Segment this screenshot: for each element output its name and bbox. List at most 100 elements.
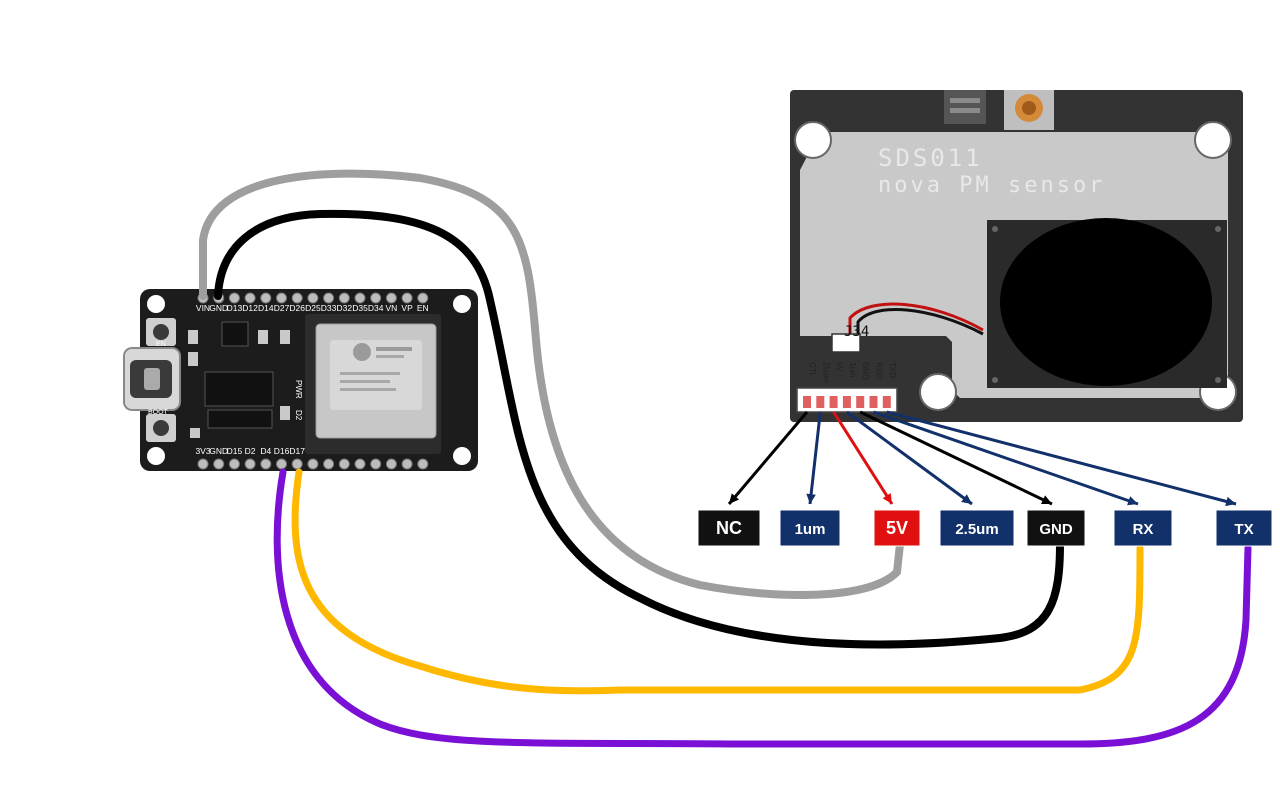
tag-label: GND: [1039, 521, 1073, 538]
pin-header-d27[interactable]: [276, 292, 287, 304]
pin-header-d17[interactable]: [291, 458, 303, 470]
pin-label-d33: D33: [321, 303, 337, 313]
en-button-label: EN: [156, 341, 166, 348]
pin-header-gnd[interactable]: [213, 458, 225, 470]
arrow-line: [832, 411, 894, 505]
pin-header-d26[interactable]: [291, 292, 303, 304]
pin-header-vp[interactable]: [401, 292, 413, 304]
en-button[interactable]: [146, 318, 176, 346]
pin-header-d14[interactable]: [260, 292, 272, 304]
pin-header-d34[interactable]: [370, 292, 382, 304]
pin-header-tx0[interactable]: [385, 458, 397, 470]
pin-header-d35[interactable]: [354, 292, 366, 304]
pin-header-d18[interactable]: [323, 458, 335, 470]
arrow-head-icon: [729, 493, 740, 504]
pin-label-d13: D13: [227, 303, 243, 313]
sensor-pin-rxd[interactable]: [869, 396, 878, 408]
pin-label-d17: D17: [289, 446, 305, 456]
tag-nc: NC: [697, 509, 761, 547]
board-components: [188, 321, 290, 438]
air-inlet: [944, 90, 1054, 130]
pin-header-3v3[interactable]: [197, 458, 209, 470]
pin-label-d35: D35: [352, 303, 368, 313]
pin-header-d2[interactable]: [244, 458, 256, 470]
espressif-logo-icon: [353, 343, 371, 361]
sensor-pin-25um[interactable]: [816, 396, 825, 408]
pin-label-en: EN: [417, 303, 429, 313]
pin-tags: NC 1um 5V 2.5um GND RX TX: [697, 509, 1273, 547]
pin-header-d15[interactable]: [228, 458, 240, 470]
wire-5v: [199, 169, 904, 599]
tag-label: NC: [716, 518, 742, 538]
arrow-line: [846, 410, 973, 506]
arrow-line: [859, 410, 1053, 506]
pin-label-vp: VP: [401, 303, 413, 313]
tag-25um: 2.5um: [939, 509, 1015, 547]
arrow-line: [873, 410, 1139, 506]
pin-header-d23[interactable]: [417, 458, 429, 470]
sensor-pin-header: [796, 387, 898, 413]
sensor-pin-label-txd: TXD: [888, 362, 897, 378]
arrow-line: [886, 410, 1237, 506]
pin-label-gnd: GND: [209, 303, 228, 313]
arrow-head-icon: [1041, 495, 1052, 505]
connector-label: J34: [844, 324, 869, 340]
pin-header-d12[interactable]: [244, 292, 256, 304]
sensor-pin-5v[interactable]: [829, 396, 838, 408]
pin-label-gnd: GND: [209, 446, 228, 456]
pin-header-d25[interactable]: [307, 292, 319, 304]
pin-label-d32: D32: [337, 303, 353, 313]
wire-rx: [291, 468, 1144, 695]
tag-gnd: GND: [1026, 509, 1086, 547]
arrow-head-icon: [1127, 496, 1138, 506]
pin-header-d16[interactable]: [276, 458, 287, 470]
sensor-pin-label-25um: 25um: [821, 362, 830, 382]
tag-label: TX: [1234, 521, 1253, 538]
wire-tx: [273, 468, 1252, 748]
tag-5v: 5V: [873, 509, 921, 547]
arrow-head-icon: [806, 493, 816, 504]
pin-header-d21[interactable]: [354, 458, 366, 470]
arrow-head-icon: [961, 494, 972, 504]
fan-cable-black: [856, 308, 984, 338]
pin-label-d15: D15: [227, 446, 243, 456]
sensor-pin-label-5v: 5V: [835, 362, 844, 372]
pin-label-d34: D34: [368, 303, 384, 313]
pin-label-3v3: 3V3: [195, 446, 210, 456]
sensor-title-line1: SDS011: [878, 144, 983, 172]
sensor-pin-gnd[interactable]: [856, 396, 865, 408]
tag-1um: 1um: [779, 509, 841, 547]
pin-label-d16: D16: [274, 446, 290, 456]
tag-rx: RX: [1113, 509, 1173, 547]
pin-header-vn[interactable]: [385, 292, 397, 304]
sensor-title-line2: nova PM sensor: [878, 173, 1105, 198]
pin-header-d13[interactable]: [228, 292, 240, 304]
tag-label: 1um: [795, 521, 826, 538]
arrow-head-icon: [1225, 496, 1236, 507]
sensor-pin-txd[interactable]: [882, 396, 891, 408]
pin-header-rx0[interactable]: [370, 458, 382, 470]
boot-button-label: BOOT: [148, 409, 169, 416]
pin-label-vn: VN: [385, 303, 397, 313]
sensor-pin-1um[interactable]: [842, 396, 851, 408]
d2-led-label: D2: [294, 410, 303, 421]
fan-connector: [831, 333, 861, 353]
pin-header-d5[interactable]: [307, 458, 319, 470]
pin-header-d22[interactable]: [401, 458, 413, 470]
pin-header-d4[interactable]: [260, 458, 272, 470]
sensor-pin-ctl[interactable]: [803, 396, 811, 408]
usb-c-icon: [123, 347, 181, 411]
tag-tx: TX: [1215, 509, 1273, 547]
pin-header-d33[interactable]: [323, 292, 335, 304]
boot-button[interactable]: [146, 414, 176, 442]
arrow-line: [808, 411, 822, 505]
wires: [199, 169, 1252, 748]
pin-header-en[interactable]: [417, 292, 429, 304]
pin-header-d19[interactable]: [338, 458, 350, 470]
pin-label-d14: D14: [258, 303, 274, 313]
esp32-wroom-module: [305, 314, 441, 454]
pin-header-d32[interactable]: [338, 292, 350, 304]
wire-gnd: [214, 209, 1064, 649]
